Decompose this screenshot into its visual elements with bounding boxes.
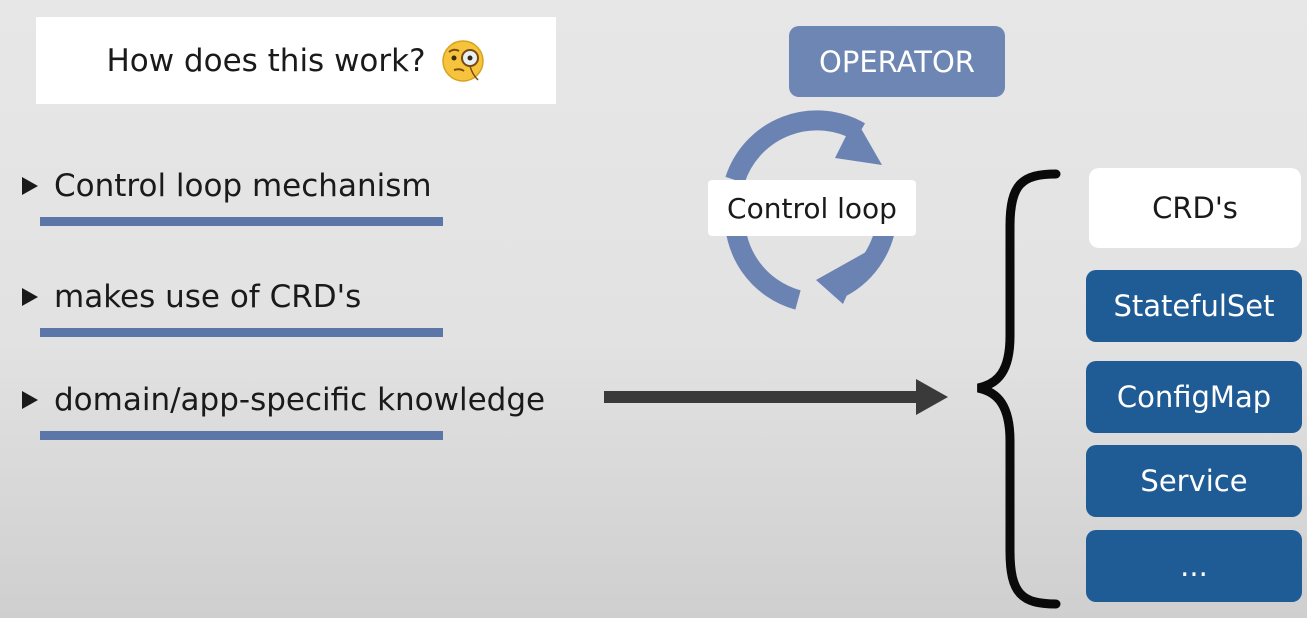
crds-box: CRD's xyxy=(1089,168,1301,248)
bullet-arrow-icon xyxy=(22,391,38,409)
bullet-crds: makes use of CRD's xyxy=(22,279,361,315)
control-loop-label: Control loop xyxy=(708,180,916,236)
curly-brace-icon xyxy=(976,169,1061,609)
bullet-arrow-icon xyxy=(22,177,38,195)
resource-more: ... xyxy=(1086,530,1302,602)
resource-configmap: ConfigMap xyxy=(1086,361,1302,433)
bullet-underline xyxy=(40,328,443,337)
resource-statefulset: StatefulSet xyxy=(1086,270,1302,342)
monocle-face-icon xyxy=(441,39,484,82)
bullet-arrow-icon xyxy=(22,288,38,306)
bullet-domain-knowledge: domain/app-specific knowledge xyxy=(22,382,545,418)
bullet-underline xyxy=(40,431,443,440)
resource-service: Service xyxy=(1086,445,1302,517)
right-arrow-icon xyxy=(604,379,948,415)
bullet-control-loop: Control loop mechanism xyxy=(22,168,432,204)
operator-box: OPERATOR xyxy=(789,26,1005,97)
bullet-text: Control loop mechanism xyxy=(54,168,432,204)
title-box: How does this work? xyxy=(36,17,556,104)
page-title: How does this work? xyxy=(106,42,426,79)
bullet-text: domain/app-specific knowledge xyxy=(54,382,546,418)
bullet-text: makes use of CRD's xyxy=(54,279,362,315)
bullet-underline xyxy=(40,217,443,226)
